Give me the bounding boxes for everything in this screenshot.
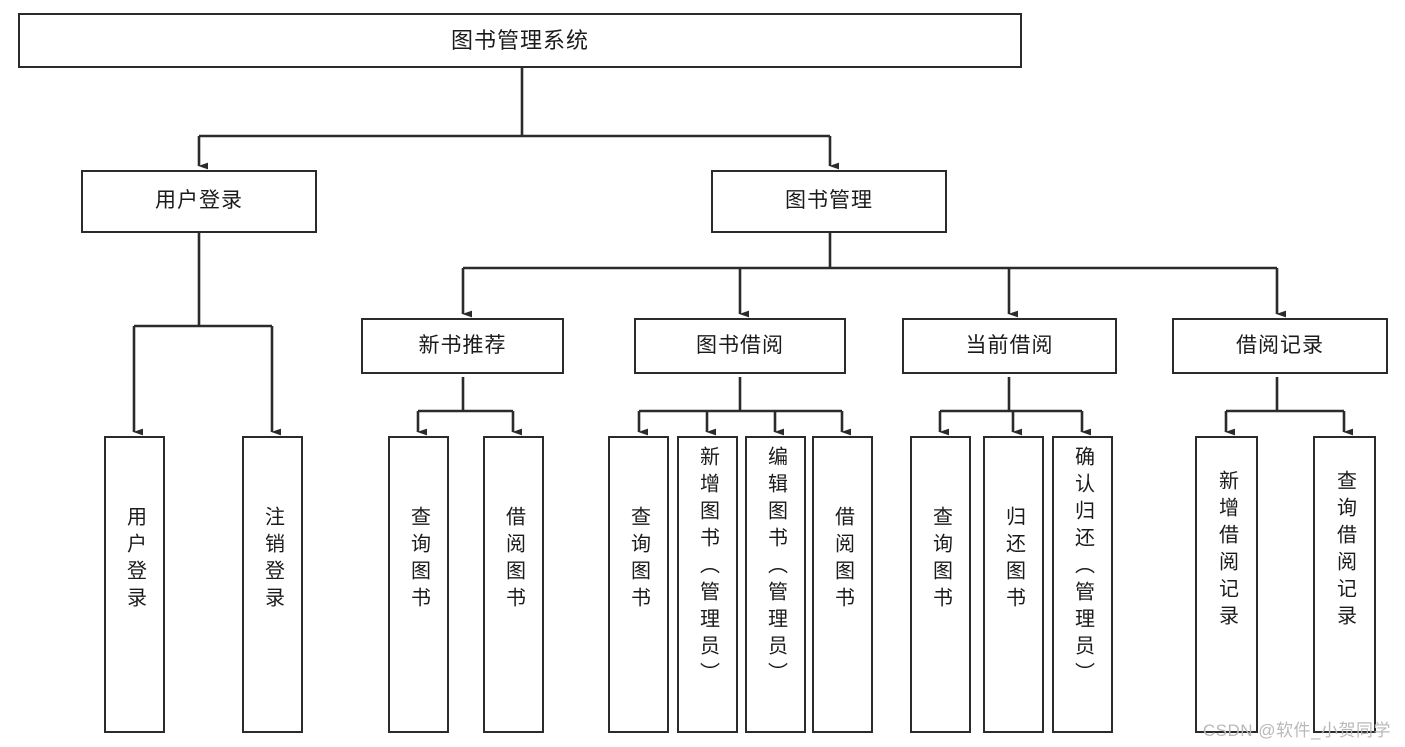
node-leaf-return-book-label: 归还图书 (1002, 506, 1025, 614)
node-leaf-query-record[interactable]: 查询借阅记录 (1313, 436, 1376, 733)
node-book-borrow-label: 图书借阅 (696, 333, 784, 357)
node-user-login-label: 用户登录 (155, 189, 243, 213)
node-root[interactable]: 图书管理系统 (18, 13, 1022, 68)
node-leaf-query-book-c-label: 查询图书 (929, 506, 952, 614)
node-leaf-user-login[interactable]: 用户登录 (104, 436, 165, 733)
node-leaf-borrow-book-a[interactable]: 借阅图书 (483, 436, 544, 733)
node-new-book-recommend[interactable]: 新书推荐 (361, 318, 564, 374)
node-leaf-add-record-label: 新增借阅记录 (1215, 470, 1238, 632)
node-borrow-record-label: 借阅记录 (1236, 333, 1324, 357)
node-new-book-recommend-label: 新书推荐 (418, 333, 507, 357)
node-leaf-confirm-return[interactable]: 确认归还（管理员） (1052, 436, 1113, 733)
node-leaf-query-book-b[interactable]: 查询图书 (608, 436, 669, 733)
node-leaf-borrow-book-b[interactable]: 借阅图书 (812, 436, 873, 733)
node-book-manage-label: 图书管理 (785, 189, 873, 213)
node-book-manage[interactable]: 图书管理 (711, 170, 947, 233)
node-leaf-add-record[interactable]: 新增借阅记录 (1195, 436, 1258, 733)
node-leaf-query-book-a-label: 查询图书 (407, 506, 430, 614)
node-leaf-query-record-label: 查询借阅记录 (1333, 470, 1356, 632)
node-leaf-borrow-book-a-label: 借阅图书 (502, 506, 525, 614)
node-user-login[interactable]: 用户登录 (81, 170, 317, 233)
node-leaf-query-book-b-label: 查询图书 (627, 506, 650, 614)
node-leaf-add-book-label: 新增图书（管理员） (696, 446, 719, 689)
node-leaf-user-login-label: 用户登录 (123, 506, 146, 614)
node-leaf-borrow-book-b-label: 借阅图书 (831, 506, 854, 614)
node-leaf-logout-label: 注销登录 (261, 506, 284, 614)
node-root-label: 图书管理系统 (450, 27, 589, 53)
node-book-borrow[interactable]: 图书借阅 (634, 318, 846, 374)
node-leaf-edit-book-label: 编辑图书（管理员） (764, 446, 787, 689)
node-leaf-add-book[interactable]: 新增图书（管理员） (677, 436, 738, 733)
node-current-borrow-label: 当前借阅 (965, 333, 1054, 357)
node-leaf-confirm-return-label: 确认归还（管理员） (1071, 446, 1094, 689)
node-leaf-query-book-a[interactable]: 查询图书 (388, 436, 449, 733)
node-borrow-record[interactable]: 借阅记录 (1172, 318, 1388, 374)
node-leaf-logout[interactable]: 注销登录 (242, 436, 303, 733)
node-leaf-edit-book[interactable]: 编辑图书（管理员） (745, 436, 806, 733)
node-leaf-query-book-c[interactable]: 查询图书 (910, 436, 971, 733)
node-leaf-return-book[interactable]: 归还图书 (983, 436, 1044, 733)
node-current-borrow[interactable]: 当前借阅 (902, 318, 1117, 374)
